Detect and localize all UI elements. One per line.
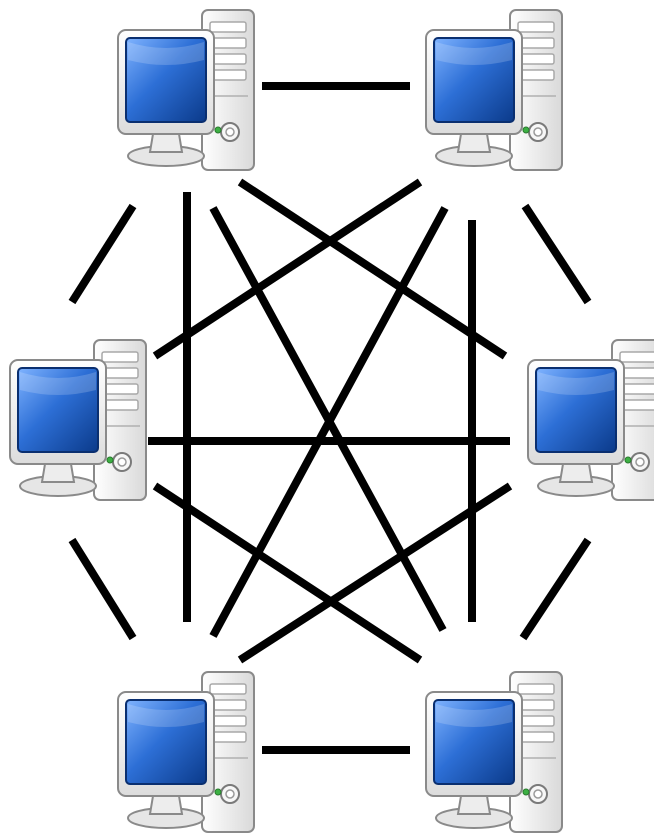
computer-icon-top-right <box>425 9 563 171</box>
computer-icon-bottom-left <box>117 671 255 833</box>
computer-icon-top-left <box>117 9 255 171</box>
link-middle-left-to-bottom-left <box>68 537 137 641</box>
link-middle-left-to-bottom-right <box>152 482 423 664</box>
computer-icon-middle-right <box>527 339 654 501</box>
network-links <box>68 82 592 754</box>
link-middle-right-to-bottom-left <box>237 482 513 664</box>
computer-icon-middle-left <box>9 339 147 501</box>
computer-icon-bottom-right <box>425 671 563 833</box>
link-top-left-to-middle-left <box>68 203 137 305</box>
link-top-right-to-bottom-left <box>209 206 449 638</box>
link-top-left-to-middle-right <box>237 178 508 360</box>
link-top-right-to-middle-right <box>521 203 592 305</box>
link-top-right-to-middle-left <box>152 178 423 360</box>
link-middle-right-to-bottom-right <box>519 537 592 641</box>
